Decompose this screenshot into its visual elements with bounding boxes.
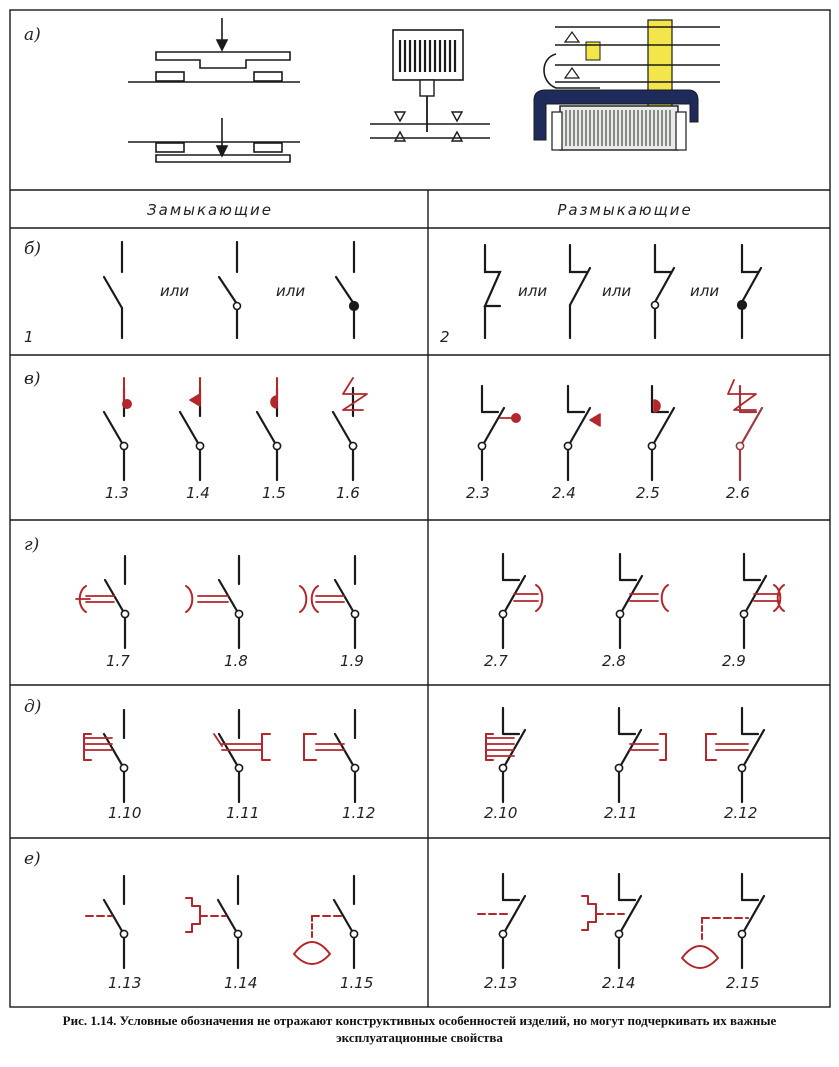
contact-1-12 — [303, 708, 360, 804]
header-opening: Размыкающие — [557, 201, 692, 219]
or-label: или — [518, 282, 547, 300]
symbol-number: 1.3 — [105, 484, 129, 502]
contact-2-6 — [727, 379, 764, 482]
or-label: или — [276, 282, 305, 300]
symbol-number: 2.5 — [636, 484, 660, 502]
contact-bridge-drawing — [128, 18, 300, 163]
contact-1-4 — [178, 377, 205, 482]
symbol-number: 2.10 — [484, 804, 517, 822]
header-closing: Замыкающие — [147, 201, 273, 219]
contact-1-13 — [85, 874, 129, 970]
symbol-number: 1.8 — [224, 652, 248, 670]
contact-2-15 — [681, 872, 766, 970]
contact-2-10 — [485, 706, 527, 804]
figure-caption: Рис. 1.14. Условные обозначения не отраж… — [62, 1013, 777, 1045]
symbol-number: 1.14 — [224, 974, 257, 992]
contact-2-12 — [705, 706, 766, 804]
section-label-d: д) — [24, 697, 41, 717]
row-b-number-closing: 1 — [24, 328, 34, 346]
section-label-v: в) — [24, 369, 41, 389]
contact-1-7 — [75, 554, 130, 650]
contact-1-8 — [185, 554, 244, 650]
symbol-number: 1.12 — [342, 804, 375, 822]
contact-2-4 — [563, 384, 601, 482]
row-b-closing-symbols — [102, 240, 360, 340]
contact-2-3 — [477, 384, 521, 482]
section-label-g: г) — [24, 535, 39, 555]
symbol-number: 2.12 — [724, 804, 757, 822]
symbol-number: 2.3 — [466, 484, 490, 502]
symbol-number: 1.9 — [340, 652, 364, 670]
contact-1-6 — [331, 377, 368, 482]
symbol-number: 2.4 — [552, 484, 576, 502]
contact-1-11 — [213, 708, 271, 804]
contact-2-8 — [615, 552, 669, 650]
or-label: или — [602, 282, 631, 300]
symbol-number: 1.6 — [336, 484, 360, 502]
pushbutton-contact-drawing — [370, 29, 490, 142]
symbol-number: 2.7 — [484, 652, 508, 670]
row-b-number-opening: 2 — [440, 328, 450, 346]
contact-2-7 — [498, 552, 544, 650]
switch-symbols — [75, 377, 785, 970]
section-label-e: е) — [24, 849, 41, 869]
symbol-number: 2.8 — [602, 652, 626, 670]
or-label: или — [690, 282, 719, 300]
relay-drawing — [533, 19, 720, 151]
contact-1-14 — [185, 874, 243, 970]
symbol-number: 2.11 — [604, 804, 637, 822]
section-label-a: а) — [24, 25, 41, 45]
symbol-number: 2.13 — [484, 974, 517, 992]
contact-1-5 — [255, 377, 282, 482]
contact-2-9 — [739, 552, 785, 650]
symbol-number: 2.15 — [726, 974, 759, 992]
symbol-number: 1.10 — [108, 804, 141, 822]
contact-1-15 — [293, 874, 359, 970]
symbol-number: 1.13 — [108, 974, 141, 992]
or-label: или — [160, 282, 189, 300]
switch-symbols-figure: Замыкающие Размыкающие а) б) в) г) д) е) — [9, 9, 831, 1008]
row-b-opening-symbols — [483, 243, 763, 340]
symbol-number: 1.5 — [262, 484, 286, 502]
symbol-number: 1.11 — [226, 804, 259, 822]
symbol-number: 1.4 — [186, 484, 210, 502]
contact-2-5 — [647, 384, 676, 482]
contact-2-14 — [581, 872, 643, 970]
contact-2-13 — [477, 872, 527, 970]
symbol-number: 1.15 — [340, 974, 373, 992]
symbol-number: 1.7 — [106, 652, 130, 670]
contact-1-10 — [83, 708, 129, 804]
contact-2-11 — [614, 706, 667, 804]
symbol-number: 2.6 — [726, 484, 750, 502]
contact-1-9 — [299, 554, 360, 650]
table-frame — [9, 9, 831, 1008]
symbol-number: 2.9 — [722, 652, 746, 670]
symbol-number: 2.14 — [602, 974, 635, 992]
contact-1-3 — [102, 377, 132, 482]
section-label-b: б) — [24, 239, 41, 259]
